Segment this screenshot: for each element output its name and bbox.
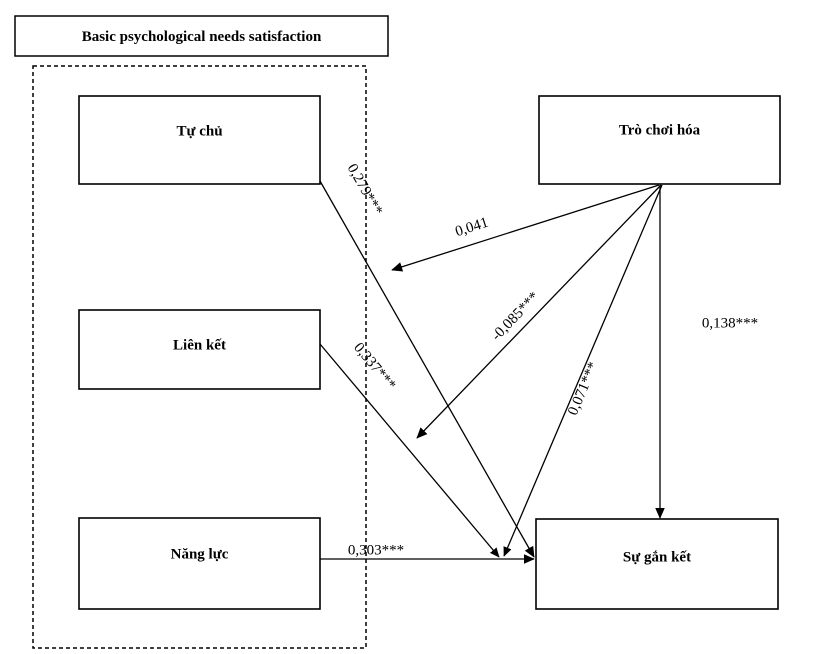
header-box [14,15,389,57]
edge-label-0138: 0,138*** [702,315,758,331]
node-tu-chu [78,95,321,185]
node-tu-chu-label: Tự chủ [176,123,222,139]
node-su-gan-ket [535,518,779,610]
node-tro-choi-hoa [538,95,781,185]
header-label: Basic psychological needs satisfaction [82,29,322,45]
node-lien-ket [78,309,321,390]
node-nang-luc [78,517,321,610]
edge-label-0279: 0,279*** [344,161,386,218]
basic-needs-group-container [32,65,367,649]
node-nang-luc-label: Năng lực [171,546,229,562]
edge-tro-choi-hoa-moderates-tu-chu [391,184,660,272]
node-lien-ket-label: Liên kết [173,337,226,353]
edge-tu-chu-to-su-gan-ket [319,180,535,558]
edge-lien-ket-to-su-gan-ket [319,343,500,558]
edge-label-0303: 0,303*** [348,542,404,558]
edge-label-0071: 0,071*** [565,360,602,418]
edge-tro-choi-hoa-moderates-nang-luc [503,184,663,557]
node-su-gan-ket-label: Sự gắn kết [623,549,691,565]
edge-label-0337: 0,337*** [350,340,398,393]
edge-tro-choi-hoa-moderates-lien-ket [416,184,662,439]
node-tro-choi-hoa-label: Trò chơi hóa [619,122,701,138]
edge-label-0041: 0,041 [453,215,490,241]
